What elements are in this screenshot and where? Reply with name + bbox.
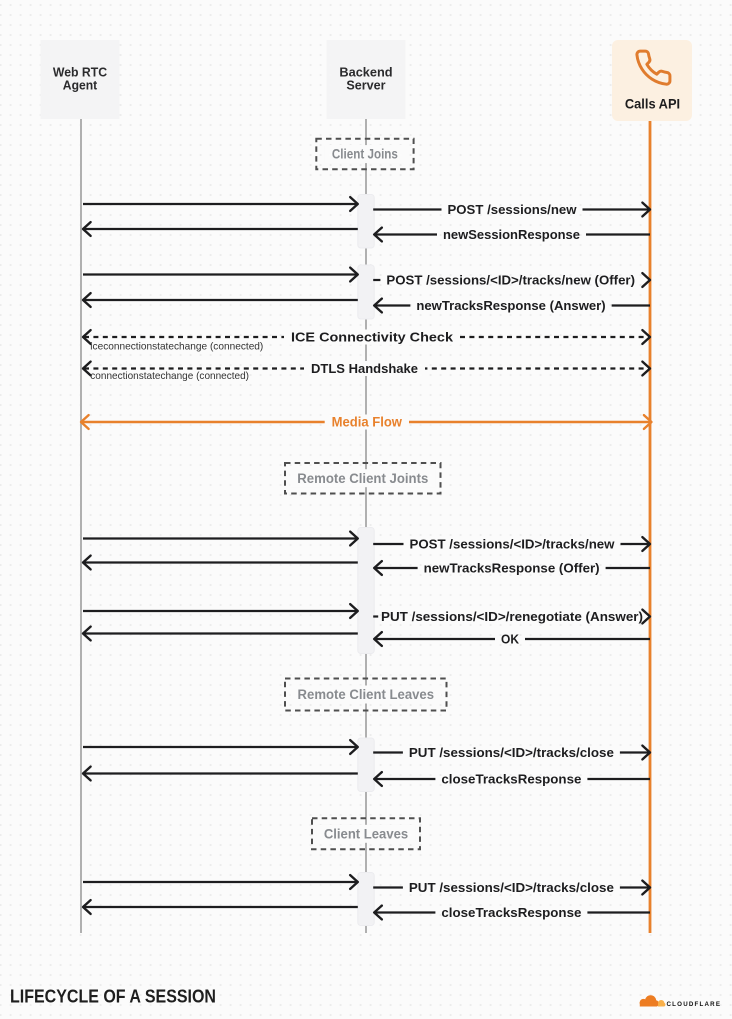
svg-text:newSessionResponse: newSessionResponse: [443, 227, 580, 242]
svg-text:PUT /sessions/<ID>/tracks/clos: PUT /sessions/<ID>/tracks/close: [409, 745, 614, 760]
svg-text:iceconnectionstatechange (conn: iceconnectionstatechange (connected): [90, 342, 263, 353]
svg-text:Client Leaves: Client Leaves: [324, 826, 408, 841]
svg-text:OK: OK: [501, 632, 520, 647]
svg-text:CLOUDFLARE: CLOUDFLARE: [667, 1001, 721, 1008]
svg-text:connectionstatechange (connect: connectionstatechange (connected): [90, 371, 249, 382]
svg-text:closeTracksResponse: closeTracksResponse: [441, 905, 581, 920]
svg-text:LIFECYCLE OF A SESSION: LIFECYCLE OF A SESSION: [10, 987, 216, 1007]
svg-text:closeTracksResponse: closeTracksResponse: [441, 772, 581, 787]
svg-text:newTracksResponse (Answer): newTracksResponse (Answer): [416, 298, 605, 313]
svg-text:Server: Server: [346, 78, 385, 92]
svg-text:Client Joins: Client Joins: [332, 147, 398, 162]
svg-text:Remote Client Joints: Remote Client Joints: [297, 471, 428, 486]
svg-text:Web RTC: Web RTC: [53, 65, 107, 79]
svg-text:Backend: Backend: [339, 65, 392, 79]
svg-text:POST /sessions/new: POST /sessions/new: [448, 202, 578, 217]
svg-text:POST /sessions/<ID>/tracks/new: POST /sessions/<ID>/tracks/new: [410, 537, 616, 552]
svg-text:PUT /sessions/<ID>/tracks/clos: PUT /sessions/<ID>/tracks/close: [409, 880, 614, 895]
svg-text:POST /sessions/<ID>/tracks/new: POST /sessions/<ID>/tracks/new (Offer): [386, 273, 635, 288]
svg-text:Agent: Agent: [63, 78, 98, 92]
svg-text:PUT /sessions/<ID>/renegotiate: PUT /sessions/<ID>/renegotiate (Answer): [381, 609, 643, 624]
svg-text:newTracksResponse (Offer): newTracksResponse (Offer): [424, 561, 600, 576]
svg-text:Media Flow: Media Flow: [332, 415, 403, 430]
svg-text:Calls API: Calls API: [625, 96, 680, 112]
svg-text:ICE Connectivity Check: ICE Connectivity Check: [291, 330, 454, 345]
svg-text:Remote Client Leaves: Remote Client Leaves: [298, 687, 435, 702]
svg-text:DTLS Handshake: DTLS Handshake: [311, 361, 418, 376]
